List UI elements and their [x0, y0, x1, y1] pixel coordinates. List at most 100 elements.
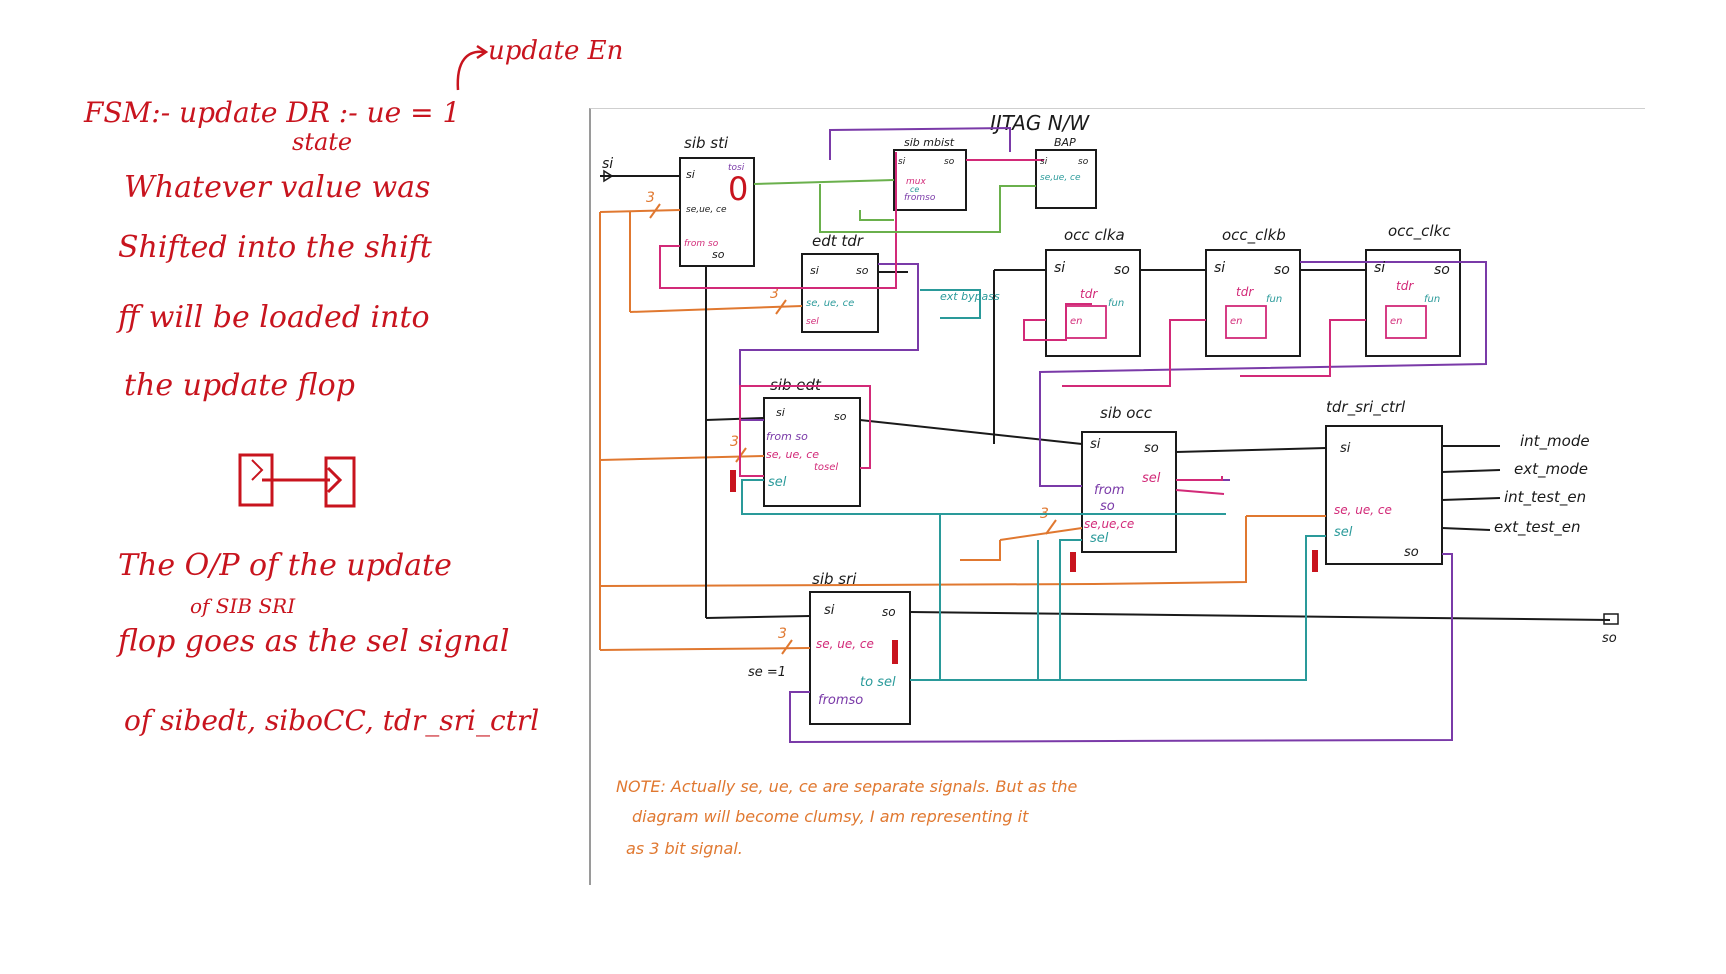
sib-sri-fromso: fromso — [818, 693, 863, 708]
bus-width-1: 3 — [646, 190, 655, 206]
occ-clka-en: en — [1070, 316, 1083, 327]
output-ext-mode: ext_mode — [1514, 460, 1588, 479]
tdr-sri-ctrl-title: tdr_sri_ctrl — [1326, 398, 1406, 417]
diagram-note-line-1: NOTE: Actually se, ue, ce are separate s… — [616, 777, 1078, 796]
state-label: state — [292, 128, 353, 156]
occ-clka-tdr: tdr — [1080, 287, 1098, 301]
diagram-title: IJTAG N/W — [990, 111, 1090, 135]
edt-tdr-so: so — [856, 264, 869, 277]
sib-sti-si: si — [686, 168, 695, 181]
diagram-note-line-2: diagram will become clumsy, I am represe… — [632, 807, 1029, 826]
si-input-label: si — [602, 156, 613, 172]
sib-mbist-ce: ce — [910, 185, 919, 194]
sib-edt-fromso: from so — [766, 430, 808, 443]
sib-sti-so: so — [712, 248, 725, 261]
sib-sti-tosi: tosi — [728, 163, 745, 173]
output-line-2: flop goes as the sel signal — [118, 624, 510, 659]
sib-occ-from: from — [1094, 483, 1125, 498]
tdr-sri-ctrl-so: so — [1404, 545, 1419, 560]
sib-sri-seuece: se, ue, ce — [816, 637, 874, 651]
bap-si: si — [1040, 157, 1048, 167]
sib-sti-title: sib sti — [684, 134, 729, 152]
output-line-3: of sibedt, siboCC, tdr_sri_ctrl — [124, 704, 540, 737]
bap-seuece: se,ue, ce — [1040, 173, 1081, 183]
bap-box — [1035, 149, 1097, 209]
sib-occ-sel: sel — [1090, 531, 1109, 546]
occ-clkb-so: so — [1274, 262, 1290, 278]
tdr-sri-ctrl-si: si — [1340, 441, 1351, 456]
sib-edt-si: si — [776, 406, 785, 419]
sib-edt-box — [763, 397, 861, 507]
sib-sti-box — [679, 157, 755, 267]
occ-clka-si: si — [1054, 260, 1065, 276]
sib-mbist-si: si — [898, 157, 906, 167]
sib-sri-title: sib sri — [812, 570, 857, 588]
bus-width-5: 3 — [778, 626, 787, 642]
diagram-note-line-3: as 3 bit signal. — [626, 839, 743, 858]
sib-sti-seuece: se,ue, ce — [686, 205, 727, 215]
sib-occ-title: sib occ — [1100, 404, 1153, 422]
occ-clkb-title: occ_clkb — [1222, 226, 1286, 245]
bus-width-2: 3 — [770, 286, 779, 302]
sib-sri-tosel: to sel — [860, 675, 896, 690]
occ-clkc-box — [1365, 249, 1461, 357]
output-line-1-sub: of SIB SRI — [190, 594, 296, 618]
edt-tdr-si: si — [810, 264, 819, 277]
paragraph-line-2: Shifted into the shift — [118, 230, 432, 265]
sib-mbist-title: sib mbist — [904, 136, 955, 149]
occ-clka-fun: fun — [1108, 298, 1124, 309]
occ-clkc-so: so — [1434, 262, 1450, 278]
sib-occ-si: si — [1090, 437, 1101, 452]
edt-tdr-box — [801, 253, 879, 333]
sib-mbist-mux: mux — [906, 177, 926, 187]
sib-occ-box — [1081, 431, 1177, 553]
bap-title: BAP — [1054, 136, 1076, 149]
tdr-sri-ctrl-seuece: se, ue, ce — [1334, 503, 1392, 517]
output-line-1: The O/P of the update — [118, 548, 452, 583]
bap-so: so — [1078, 157, 1089, 167]
so-output-label: so — [1602, 631, 1617, 646]
sib-edt-sel: sel — [768, 475, 787, 490]
fsm-line: FSM:- update DR :- ue = 1 — [84, 96, 461, 129]
sib-mbist-fromso: fromso — [904, 193, 936, 203]
tdr-sri-ctrl-box — [1325, 425, 1443, 565]
edt-tdr-seuece: se, ue, ce — [806, 298, 854, 309]
sib-mbist-so: so — [944, 157, 955, 167]
output-ext-test-en: ext_test_en — [1494, 518, 1581, 537]
edt-tdr-sel: sel — [806, 317, 819, 327]
paragraph-line-3: ff will be loaded into — [118, 300, 430, 335]
sib-occ-fromso2: so — [1100, 499, 1115, 514]
output-int-mode: int_mode — [1520, 432, 1590, 451]
output-int-test-en: int_test_en — [1504, 488, 1586, 507]
occ-clkc-si: si — [1374, 260, 1385, 276]
sib-occ-sel-out: sel — [1142, 471, 1161, 486]
sib-sri-so: so — [882, 605, 896, 619]
occ-clkc-tdr: tdr — [1396, 279, 1414, 293]
occ-clkb-si: si — [1214, 260, 1225, 276]
edt-tdr-ext-bypass: ext bypass — [940, 290, 1000, 303]
occ-clka-title: occ clka — [1064, 226, 1125, 244]
edt-tdr-title: edt tdr — [812, 232, 864, 250]
sib-sti-fromso: from so — [684, 239, 719, 249]
sib-occ-so: so — [1144, 441, 1159, 456]
update-en-label: update En — [488, 36, 624, 66]
sib-edt-tosel: tosel — [814, 462, 838, 473]
sib-edt-so: so — [834, 410, 847, 423]
occ-clkb-tdr: tdr — [1236, 285, 1254, 299]
occ-clkb-en: en — [1230, 316, 1243, 327]
occ-clkc-en: en — [1390, 316, 1403, 327]
bus-width-3: 3 — [730, 434, 739, 450]
occ-clkb-box — [1205, 249, 1301, 357]
occ-clka-box — [1045, 249, 1141, 357]
occ-clkc-fun: fun — [1424, 294, 1440, 305]
sib-sri-se-label: se =1 — [748, 665, 786, 680]
occ-clkc-title: occ_clkc — [1388, 222, 1451, 241]
sib-occ-seuece: se,ue,ce — [1084, 517, 1134, 531]
occ-clkb-fun: fun — [1266, 294, 1282, 305]
sib-edt-seuece: se, ue, ce — [766, 448, 819, 461]
paragraph-line-1: Whatever value was — [124, 170, 431, 205]
sib-sri-si: si — [824, 603, 835, 618]
occ-clka-so: so — [1114, 262, 1130, 278]
tdr-sri-ctrl-sel: sel — [1334, 525, 1353, 540]
